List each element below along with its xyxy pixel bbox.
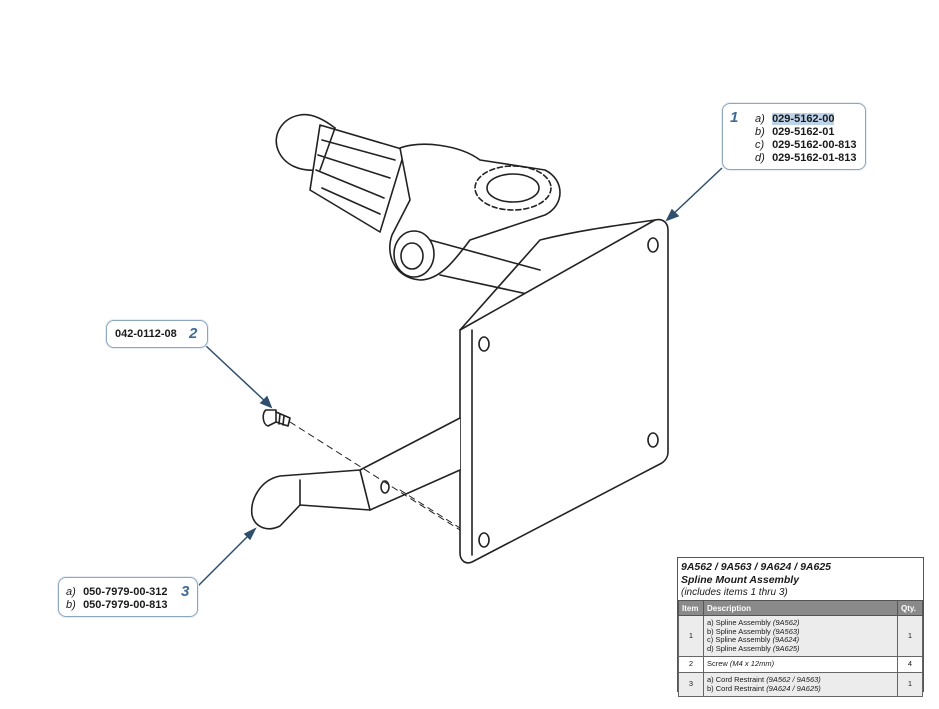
description-text: b) Cord Restraint <box>707 683 767 693</box>
description-note: (9A563) <box>772 626 800 636</box>
column-header-item: Item <box>678 600 704 616</box>
part-number: 042-0112-08 <box>115 328 177 340</box>
cell-qty: 1 <box>897 615 923 657</box>
callout-item-2: 042-0112-08 2 <box>106 320 208 348</box>
variant-letter: d) <box>755 152 765 164</box>
description-note: (9A624) <box>772 635 800 644</box>
part-number: 029-5162-01-813 <box>772 152 857 164</box>
part-number[interactable]: 029-5162-00 <box>772 113 835 125</box>
description-note: (9A625) <box>772 643 800 653</box>
cell-qty: 1 <box>897 672 923 697</box>
cell-qty: 4 <box>897 656 923 673</box>
bill-of-materials-table: 9A562 / 9A563 / 9A624 / 9A625 Spline Mou… <box>677 557 924 697</box>
part-number: 029-5162-01 <box>772 126 835 138</box>
description-note: (9A624 / 9A625) <box>766 683 821 693</box>
mount-plate-part <box>459 218 669 564</box>
description-note: (M4 x 12mm) <box>729 659 775 669</box>
description-line: a) Cord Restraint (9A562 / 9A563) <box>707 675 894 685</box>
description-text: c) Spline Assembly <box>707 635 773 644</box>
part-number: 050-7979-00-813 <box>83 599 168 611</box>
callout-item-1: 1 a) 029-5162-00 b) 029-5162-01 c) 029-5… <box>722 103 866 170</box>
description-line: a) Spline Assembly (9A562) <box>707 618 894 628</box>
column-header-description: Description <box>703 600 898 616</box>
description-line: c) Spline Assembly (9A624) <box>707 635 894 645</box>
callout-number: 3 <box>181 583 190 600</box>
description-text: b) Spline Assembly <box>707 626 773 636</box>
cell-description: Screw (M4 x 12mm) <box>703 656 898 673</box>
description-text: a) Spline Assembly <box>707 618 773 627</box>
part-number-row: b) 029-5162-01 <box>755 126 834 138</box>
variant-letter: b) <box>755 126 765 138</box>
cell-item: 1 <box>678 615 704 657</box>
bom-models: 9A562 / 9A563 / 9A624 / 9A625 <box>681 561 832 573</box>
description-line: Screw (M4 x 12mm) <box>707 660 894 669</box>
bom-subtitle: (includes items 1 thru 3) <box>681 587 788 598</box>
callout-number: 2 <box>189 325 198 342</box>
part-number-row: d) 029-5162-01-813 <box>755 152 856 164</box>
callout-number: 1 <box>730 109 739 126</box>
column-header-qty: Qty. <box>897 600 923 616</box>
bom-title: Spline Mount Assembly <box>681 574 800 586</box>
callout-item-3: 3 a) 050-7979-00-312 b) 050-7979-00-813 <box>58 577 198 617</box>
description-text: d) Spline Assembly <box>707 643 773 653</box>
variant-letter: a) <box>66 586 76 598</box>
cord-restraint-part <box>251 417 461 530</box>
description-line: d) Spline Assembly (9A625) <box>707 643 894 654</box>
leader-1 <box>669 167 723 218</box>
description-note: (9A562) <box>772 618 800 627</box>
cell-item: 2 <box>678 656 704 673</box>
part-number-row: a) 029-5162-00 <box>755 113 835 125</box>
leader-3 <box>197 531 253 587</box>
variant-letter: a) <box>755 113 765 125</box>
part-number-row: a) 050-7979-00-312 <box>66 586 167 598</box>
screw-part <box>262 409 291 427</box>
cell-description: a) Spline Assembly (9A562)b) Spline Asse… <box>703 615 898 657</box>
description-note: (9A562 / 9A563) <box>766 675 821 684</box>
variant-letter: c) <box>755 139 765 151</box>
spline-assembly-part <box>275 113 561 301</box>
part-number-row: b) 050-7979-00-813 <box>66 599 167 611</box>
part-number: 050-7979-00-312 <box>83 586 168 598</box>
cell-description: a) Cord Restraint (9A562 / 9A563)b) Cord… <box>703 672 898 697</box>
part-number: 029-5162-00-813 <box>772 139 857 151</box>
description-text: a) Cord Restraint <box>707 675 767 684</box>
description-text: Screw <box>707 659 730 669</box>
cell-item: 3 <box>678 672 704 697</box>
part-number-row: c) 029-5162-00-813 <box>755 139 856 151</box>
description-line: b) Cord Restraint (9A624 / 9A625) <box>707 683 894 694</box>
variant-letter: b) <box>66 599 76 611</box>
leader-2 <box>204 344 269 405</box>
description-line: b) Spline Assembly (9A563) <box>707 626 894 637</box>
